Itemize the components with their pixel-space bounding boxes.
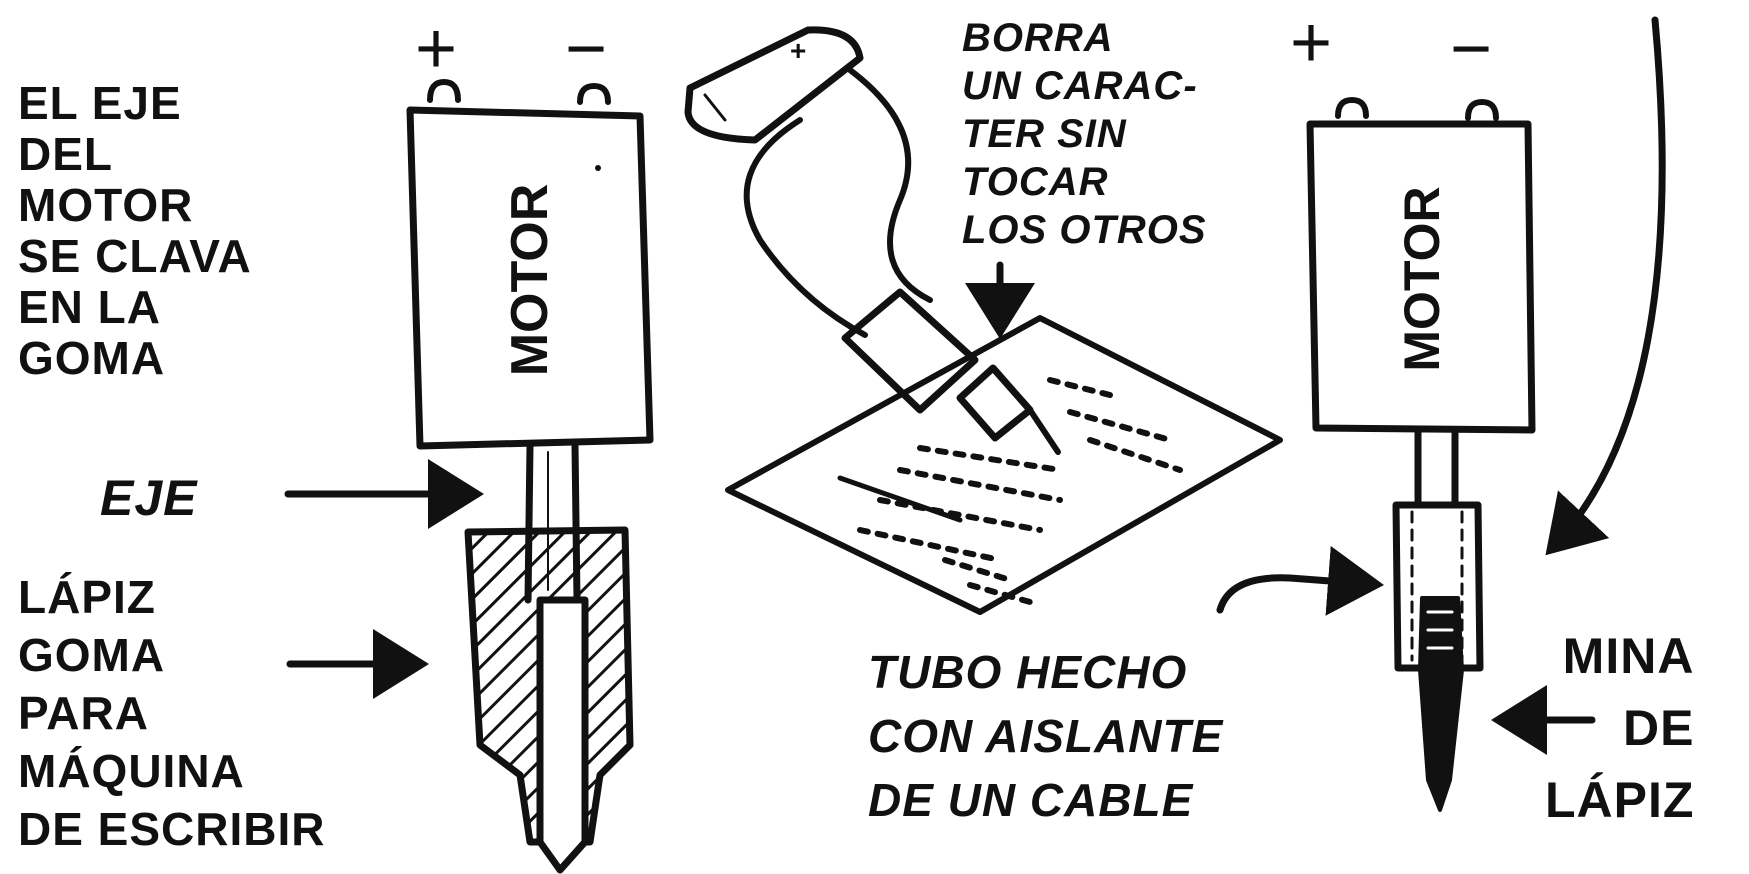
right-motor-assembly (1306, 97, 1536, 812)
left-motor-label: MOTOR (501, 183, 559, 377)
left-minus-sign: − (565, 9, 609, 89)
small-motor (841, 288, 979, 414)
right-motor-label: MOTOR (1394, 186, 1450, 372)
small-eraser (956, 364, 1034, 442)
left-motor-assembly (406, 79, 654, 874)
right-minus-sign: − (1450, 9, 1494, 89)
right-motor-body (1306, 120, 1536, 434)
paper-sheet (725, 315, 1283, 615)
left-pencil-tip (536, 596, 589, 874)
right-plus-sign: + (1290, 3, 1334, 83)
eje-label: EJE (100, 470, 198, 526)
left-terminal-minus (577, 83, 611, 105)
paper-text-lines (857, 377, 1183, 605)
lead-note: MINA DE LÁPIZ (1545, 628, 1695, 828)
center-eraser-device: + (684, 26, 1283, 615)
cable-2 (847, 67, 933, 303)
svg-text:+: + (790, 35, 806, 66)
right-terminal-plus (1335, 97, 1369, 119)
left-motor-body (406, 106, 654, 450)
battery (684, 26, 864, 144)
left-plus-sign: + (415, 9, 459, 89)
eraser-note: LÁPIZ GOMA PARA MÁQUINA DE ESCRIBIR (18, 571, 326, 855)
left-terminal-plus (427, 79, 461, 103)
tube-arrow (1216, 545, 1384, 616)
cable-1 (743, 117, 868, 338)
insulating-tube (1392, 501, 1484, 672)
right-motor-shaft (1414, 426, 1459, 509)
right-terminal-minus (1465, 99, 1499, 121)
tube-note: TUBO HECHO CON AISLANTE DE UN CABLE (868, 646, 1224, 826)
curved-pointer-arrow (1545, 16, 1666, 556)
shaft-note: EL EJE DEL MOTOR SE CLAVA EN LA GOMA (18, 77, 252, 384)
erase-note: BORRA UN CARAC- TER SIN TOCAR LOS OTROS (962, 16, 1207, 252)
pencil-lead (1418, 596, 1464, 812)
